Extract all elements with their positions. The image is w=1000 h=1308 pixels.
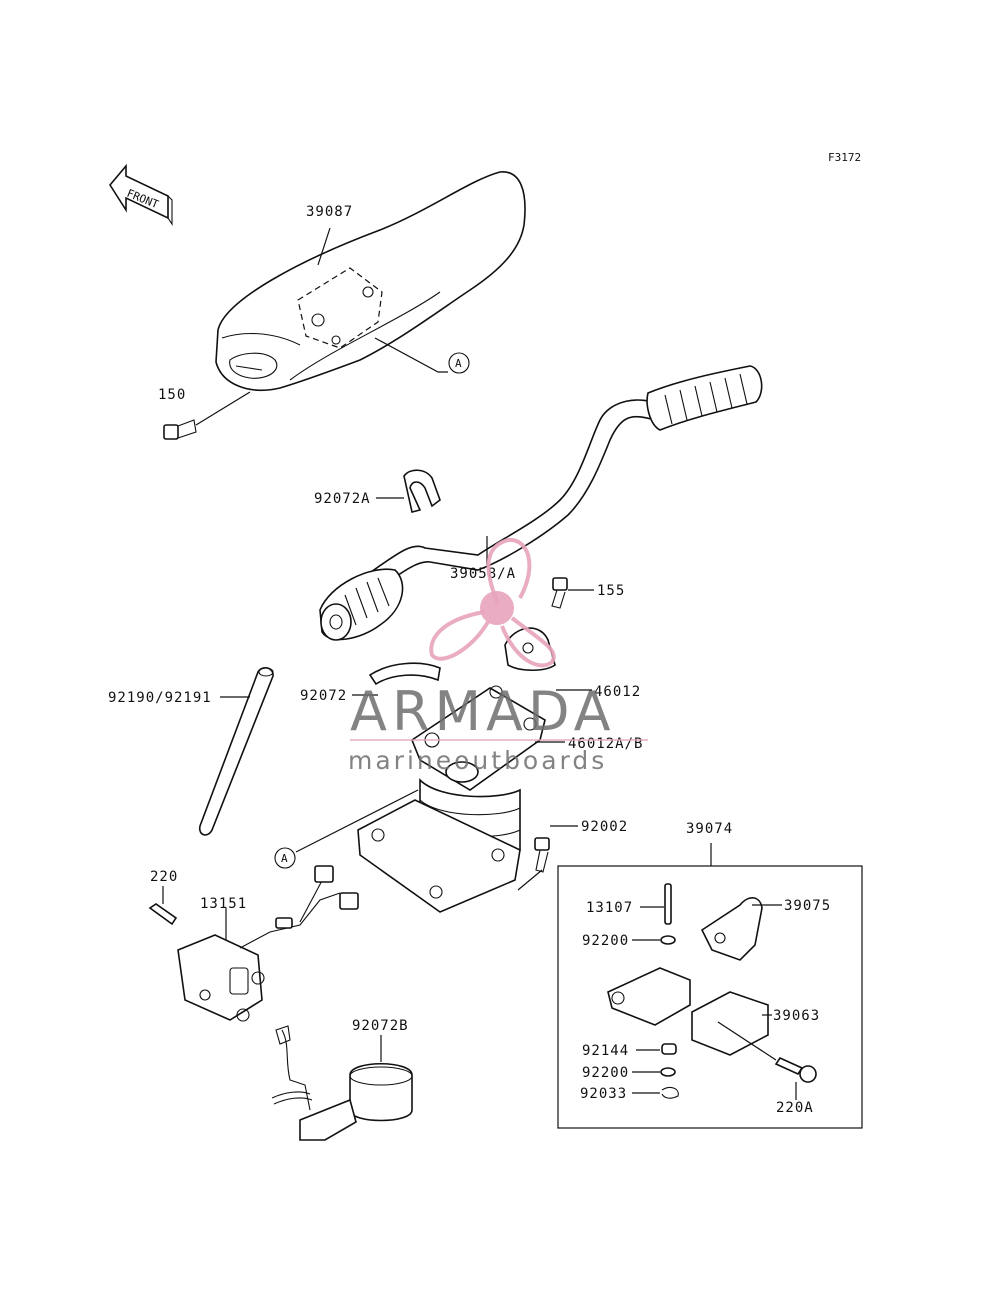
label-13151: 13151 — [200, 896, 247, 912]
bolt-150 — [163, 419, 197, 440]
watermark-brand: ARMADA — [350, 680, 616, 743]
armada-watermark: ARMADA marineoutboards — [348, 537, 648, 775]
washer-92200-lower — [660, 1067, 676, 1077]
ref-marker-a-bottom: A — [281, 852, 288, 865]
switch-13151 — [177, 865, 359, 1022]
bolt-220 — [148, 903, 178, 926]
label-92072: 92072 — [300, 688, 347, 704]
figure-code: F3172 — [828, 151, 861, 164]
label-46012: 46012 — [594, 684, 641, 700]
label-13107: 13107 — [586, 900, 633, 916]
label-92144: 92144 — [582, 1043, 629, 1059]
handlebar-cover — [215, 171, 526, 391]
label-92033: 92033 — [580, 1086, 627, 1102]
bolt-92002 — [534, 837, 550, 873]
clamp-92072b — [271, 1025, 413, 1141]
label-92190-92191: 92190/92191 — [108, 690, 212, 706]
pin-13107 — [664, 883, 672, 925]
handlebar — [319, 365, 763, 641]
label-92072a: 92072A — [314, 491, 371, 507]
bolt-155 — [551, 577, 568, 609]
washer-92200-upper — [660, 935, 676, 945]
label-92072b: 92072B — [352, 1018, 409, 1034]
bracket — [607, 967, 691, 1026]
clip-92033 — [661, 1087, 679, 1099]
label-92200-upper: 92200 — [582, 933, 629, 949]
spacer-92144 — [661, 1043, 677, 1055]
clamp-92072a — [403, 469, 441, 513]
label-220: 220 — [150, 869, 178, 885]
lever-39075 — [700, 897, 763, 961]
label-92200-lower: 92200 — [582, 1065, 629, 1081]
label-39087: 39087 — [306, 204, 353, 220]
watermark-tagline: marineoutboards — [348, 746, 607, 775]
label-39075: 39075 — [784, 898, 831, 914]
label-39074: 39074 — [686, 821, 733, 837]
steering-column — [357, 685, 546, 913]
assembly-box-39074 — [557, 865, 863, 1129]
bolt-220a — [774, 1056, 817, 1083]
front-arrow-icon: FRONT — [109, 163, 173, 226]
clamp-92072 — [368, 662, 441, 686]
label-220a: 220A — [776, 1100, 814, 1116]
block-39063 — [691, 991, 769, 1056]
ref-marker-a-top: A — [455, 357, 462, 370]
label-92002: 92002 — [581, 819, 628, 835]
label-39058a: 39058/A — [450, 566, 516, 582]
label-150: 150 — [158, 387, 186, 403]
label-155: 155 — [597, 583, 625, 599]
propeller-logo-icon — [429, 537, 556, 668]
label-39063: 39063 — [773, 1008, 820, 1024]
